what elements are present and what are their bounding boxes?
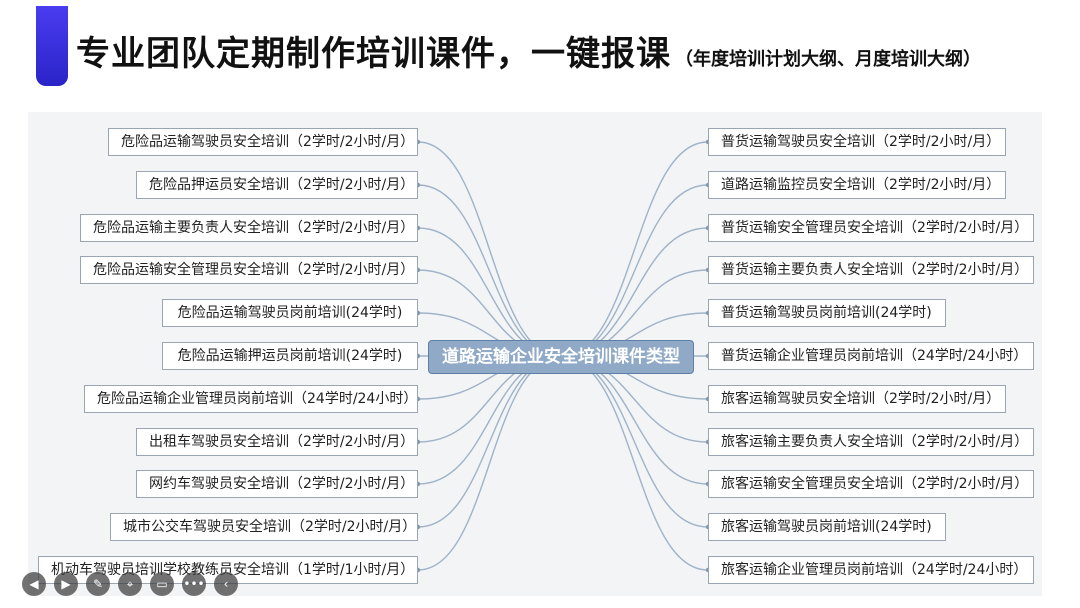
right-course-node[interactable]: 普货运输企业管理员岗前培训（24学时/24小时） bbox=[708, 342, 1034, 370]
collapse-icon[interactable]: ‹ bbox=[214, 572, 238, 596]
left-course-node[interactable]: 危险品运输企业管理员岗前培训（24学时/24小时） bbox=[84, 385, 418, 413]
left-course-node[interactable]: 危险品押运员安全培训（2学时/2小时/月） bbox=[136, 171, 418, 199]
right-course-node[interactable]: 旅客运输安全管理员安全培训（2学时/2小时/月） bbox=[708, 470, 1034, 498]
pen-icon[interactable]: ✎ bbox=[86, 572, 110, 596]
right-course-node[interactable]: 普货运输驾驶员安全培训（2学时/2小时/月） bbox=[708, 128, 1006, 156]
more-icon[interactable]: ••• bbox=[182, 572, 206, 596]
next-icon[interactable]: ▶ bbox=[54, 572, 78, 596]
right-course-node[interactable]: 普货运输安全管理员安全培训（2学时/2小时/月） bbox=[708, 214, 1034, 242]
right-course-node[interactable]: 道路运输监控员安全培训（2学时/2小时/月） bbox=[708, 171, 1006, 199]
screen-icon[interactable]: ▭ bbox=[150, 572, 174, 596]
presentation-toolbar: ◀ ▶ ✎ ⌖ ▭ ••• ‹ bbox=[22, 570, 238, 598]
left-course-node[interactable]: 危险品运输驾驶员岗前培训(24学时) bbox=[162, 299, 418, 327]
left-course-node[interactable]: 网约车驾驶员安全培训（2学时/2小时/月） bbox=[136, 470, 418, 498]
right-course-node[interactable]: 旅客运输驾驶员岗前培训(24学时) bbox=[708, 513, 946, 541]
title-main: 专业团队定期制作培训课件，一键报课 bbox=[76, 34, 671, 74]
left-course-node[interactable]: 危险品运输驾驶员安全培训（2学时/2小时/月） bbox=[108, 128, 418, 156]
pointer-icon[interactable]: ⌖ bbox=[118, 572, 142, 596]
right-course-node[interactable]: 普货运输驾驶员岗前培训(24学时) bbox=[708, 299, 946, 327]
right-course-node[interactable]: 普货运输主要负责人安全培训（2学时/2小时/月） bbox=[708, 256, 1034, 284]
right-course-node[interactable]: 旅客运输企业管理员岗前培训（24学时/24小时） bbox=[708, 556, 1034, 584]
right-course-node[interactable]: 旅客运输主要负责人安全培训（2学时/2小时/月） bbox=[708, 428, 1034, 456]
page-title: 专业团队定期制作培训课件，一键报课（年度培训计划大纲、月度培训大纲） bbox=[76, 26, 981, 75]
mindmap-center-node[interactable]: 道路运输企业安全培训课件类型 bbox=[428, 340, 694, 374]
left-course-node[interactable]: 危险品运输主要负责人安全培训（2学时/2小时/月） bbox=[80, 214, 418, 242]
left-course-node[interactable]: 危险品运输安全管理员安全培训（2学时/2小时/月） bbox=[80, 256, 418, 284]
left-course-node[interactable]: 城市公交车驾驶员安全培训（2学时/2小时/月） bbox=[110, 513, 418, 541]
right-course-node[interactable]: 旅客运输驾驶员安全培训（2学时/2小时/月） bbox=[708, 385, 1006, 413]
prev-icon[interactable]: ◀ bbox=[22, 572, 46, 596]
title-subtitle: （年度培训计划大纲、月度培训大纲） bbox=[675, 49, 981, 70]
title-accent-bar bbox=[36, 6, 68, 86]
left-course-node[interactable]: 危险品运输押运员岗前培训(24学时) bbox=[162, 342, 418, 370]
left-course-node[interactable]: 出租车驾驶员安全培训（2学时/2小时/月） bbox=[136, 428, 418, 456]
